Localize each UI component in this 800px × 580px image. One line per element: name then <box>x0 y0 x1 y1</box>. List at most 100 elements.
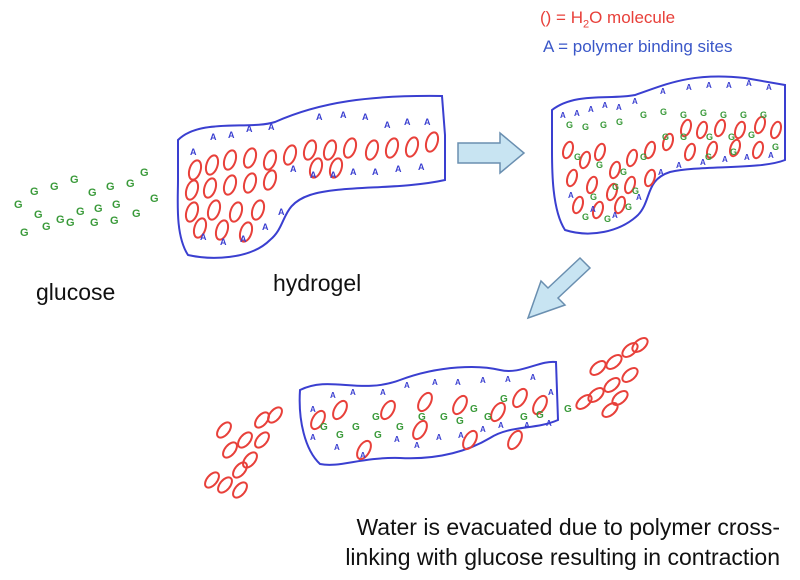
glucose-molecule: G <box>662 132 669 142</box>
glucose-molecule: G <box>700 108 707 118</box>
water-molecule <box>404 136 420 158</box>
glucose-molecule: G <box>740 110 747 120</box>
water-molecule <box>250 199 266 221</box>
glucose-molecule: G <box>582 212 589 222</box>
binding-site: A <box>424 117 431 127</box>
water-molecule <box>222 174 238 196</box>
binding-site: A <box>660 87 666 96</box>
glucose-molecule: G <box>372 412 380 423</box>
binding-site: A <box>722 155 728 164</box>
glucose-molecule: G <box>705 152 712 162</box>
binding-site: A <box>480 425 486 434</box>
glucose-molecule: G <box>728 132 735 142</box>
glucose-molecule: G <box>50 181 59 193</box>
glucose-molecule: G <box>20 227 29 239</box>
glucose-molecule: G <box>520 412 528 423</box>
binding-site: A <box>498 421 504 430</box>
expelled-water-molecule <box>222 441 238 459</box>
binding-site: A <box>340 110 347 120</box>
expelled-water-molecule <box>242 451 258 469</box>
glucose-molecule: G <box>132 208 141 220</box>
binding-site: A <box>590 205 596 214</box>
water-molecule <box>661 132 675 152</box>
water-molecule <box>532 394 548 416</box>
binding-site: A <box>746 79 752 88</box>
water-molecule <box>424 131 440 153</box>
binding-site: A <box>744 153 750 162</box>
hydrogel-contracted <box>298 360 560 466</box>
binding-site: A <box>616 103 622 112</box>
glucose-molecule: G <box>336 430 344 441</box>
expelled-water-molecule <box>254 431 270 449</box>
water-molecule <box>202 177 218 199</box>
binding-site: A <box>384 120 391 130</box>
binding-site: A <box>316 112 323 122</box>
water-molecule <box>262 149 278 171</box>
binding-site: A <box>560 111 566 120</box>
water-molecule <box>561 140 575 160</box>
glucose-molecule: G <box>632 186 639 196</box>
binding-site: A <box>726 81 732 90</box>
label-glucose: glucose <box>36 279 116 305</box>
expelled-water-molecule <box>232 481 248 499</box>
glucose-molecule: G <box>612 182 619 192</box>
binding-site: A <box>380 388 386 397</box>
glucose-molecule: G <box>600 120 607 130</box>
glucose-molecule: G <box>352 422 360 433</box>
hydrogel-binding <box>551 75 786 235</box>
glucose-molecule: G <box>596 160 603 170</box>
glucose-molecule: G <box>616 117 623 127</box>
glucose-molecule: G <box>720 110 727 120</box>
binding-site: A <box>436 433 442 442</box>
binding-site: A <box>330 170 337 180</box>
binding-site: A <box>686 83 692 92</box>
binding-site: A <box>418 162 425 172</box>
binding-site: A <box>588 105 594 114</box>
water-molecule <box>282 144 298 166</box>
glucose-molecule: G <box>660 107 667 117</box>
water-molecule <box>643 168 657 188</box>
binding-site: A <box>414 441 420 450</box>
water-molecule <box>238 221 254 243</box>
binding-site: A <box>766 83 772 92</box>
glucose-molecule: G <box>484 412 492 423</box>
expelled-water-molecule <box>631 337 649 353</box>
binding-site: A <box>568 191 574 200</box>
water-molecule <box>192 217 208 239</box>
water-molecule <box>206 199 222 221</box>
binding-site: A <box>290 164 297 174</box>
water-molecule <box>184 201 200 223</box>
glucose-molecule: G <box>680 132 687 142</box>
water-molecule <box>679 118 693 138</box>
binding-site: A <box>524 421 530 430</box>
binding-site: A <box>632 97 638 106</box>
binding-site: A <box>372 167 379 177</box>
binding-site: A <box>360 451 366 460</box>
water-molecule <box>417 391 433 413</box>
binding-site: A <box>602 101 608 110</box>
binding-site: A <box>458 431 464 440</box>
water-molecule <box>623 175 637 195</box>
water-molecule <box>751 140 765 160</box>
glucose-molecule: G <box>374 430 382 441</box>
glucose-molecule: G <box>500 394 508 405</box>
water-molecule <box>214 219 230 241</box>
hydrogel-contracted-outline <box>298 360 560 466</box>
water-molecule <box>565 168 579 188</box>
water-prefix: = H <box>551 8 583 27</box>
glucose-molecule: G <box>90 217 99 229</box>
binding-site: A <box>246 124 253 134</box>
binding-site: A <box>546 419 552 428</box>
water-molecule <box>695 120 709 140</box>
expelled-water-molecule <box>216 421 232 439</box>
water-molecule <box>625 148 639 168</box>
glucose-molecule: G <box>564 404 572 415</box>
glucose-molecule: G <box>56 214 65 226</box>
water-molecule <box>310 409 326 431</box>
water-molecule <box>308 157 324 179</box>
glucose-molecule: G <box>582 122 589 132</box>
glucose-molecule: G <box>150 193 159 205</box>
binding-site: A <box>240 234 247 244</box>
glucose-molecule: G <box>94 203 103 215</box>
